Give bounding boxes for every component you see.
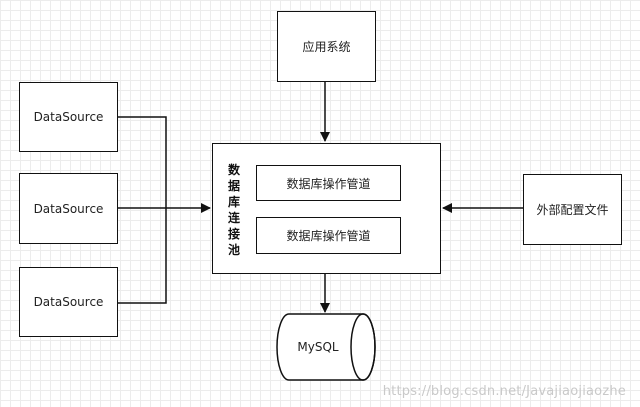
datasource-label: DataSource: [33, 201, 104, 216]
datasource-connector-bottom: [118, 208, 167, 304]
pool-pipe-label: 数据库操作管道: [286, 229, 371, 243]
mysql-cylinder-shape: [276, 313, 376, 381]
pool-pipe-1: 数据库操作管道: [256, 165, 401, 201]
external-config-label: 外部配置文件: [536, 203, 609, 217]
datasource-label: DataSource: [33, 295, 104, 309]
pool-pipe-label: 数据库操作管道: [286, 176, 371, 191]
mysql-label: MySQL: [297, 340, 339, 354]
connection-pool-container: [212, 143, 441, 274]
datasource-node-1: DataSource: [19, 82, 118, 152]
datasource-node-2: DataSource: [19, 173, 118, 244]
app-system-node: 应用系统: [277, 11, 376, 82]
datasource-node-3: DataSource: [19, 267, 118, 337]
datasource-label: DataSource: [33, 110, 104, 124]
datasource-connector-top: [118, 116, 167, 208]
watermark-text: https://blog.csdn.net/Javajiaojiaozhe: [382, 384, 626, 399]
connection-pool-label: 数据库连接池: [227, 163, 240, 257]
external-config-node: 外部配置文件: [523, 174, 622, 245]
pool-pipe-2: 数据库操作管道: [256, 217, 401, 254]
app-system-label: 应用系统: [302, 40, 351, 54]
